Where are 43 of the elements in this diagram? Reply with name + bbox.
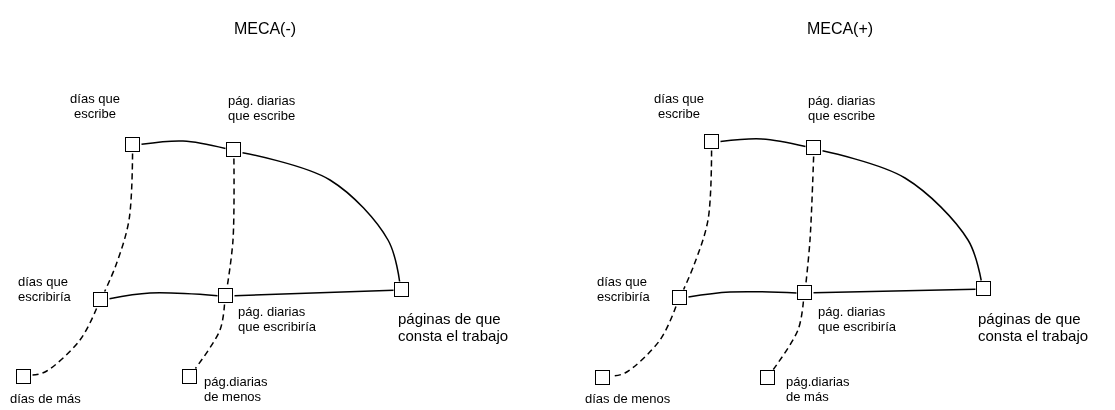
dashed-line: [682, 149, 713, 291]
connector-line: [812, 288, 977, 294]
square-marker: [93, 292, 108, 307]
square-marker: [394, 282, 409, 297]
node-label: pág. diarias que escribe: [808, 94, 877, 124]
node-label: días de más: [10, 392, 82, 407]
panel-title: MECA(-): [232, 20, 298, 38]
node-label: días que escribe: [69, 92, 121, 122]
node-label: días que escribe: [653, 92, 705, 122]
square-marker: [672, 290, 687, 305]
square-marker: [797, 285, 812, 300]
connector-line: [687, 290, 798, 298]
connector-line: [719, 138, 807, 148]
square-marker: [595, 370, 610, 385]
dashed-line: [103, 152, 134, 293]
dashed-line: [31, 307, 98, 376]
square-marker: [760, 370, 775, 385]
node-label: pág. diarias que escribe: [228, 94, 297, 124]
square-marker: [16, 369, 31, 384]
node-label: días de menos: [585, 392, 672, 407]
square-marker: [976, 281, 991, 296]
panel-title: MECA(+): [805, 20, 875, 38]
square-marker: [226, 142, 241, 157]
dashed-line: [772, 300, 805, 371]
node-label: días que escribiría: [18, 275, 72, 305]
node-label: pág.diarias de menos: [204, 375, 269, 405]
square-marker: [125, 137, 140, 152]
square-marker: [704, 134, 719, 149]
node-label: páginas de que consta el trabajo: [398, 310, 510, 345]
connector-line: [140, 140, 227, 150]
connector-line: [241, 151, 401, 283]
connector-line: [233, 289, 395, 297]
connector-line: [821, 150, 982, 282]
node-label: páginas de que consta el trabajo: [978, 310, 1090, 345]
node-label: pág. diarias que escribiría: [238, 305, 318, 335]
square-marker: [182, 369, 197, 384]
node-label: días que escribiría: [597, 275, 651, 305]
node-label: pág.diarias de más: [786, 375, 851, 405]
dashed-line: [194, 303, 226, 370]
node-label: pág. diarias que escribiría: [818, 305, 898, 335]
connector-line: [108, 292, 219, 300]
square-marker: [806, 140, 821, 155]
square-marker: [218, 288, 233, 303]
